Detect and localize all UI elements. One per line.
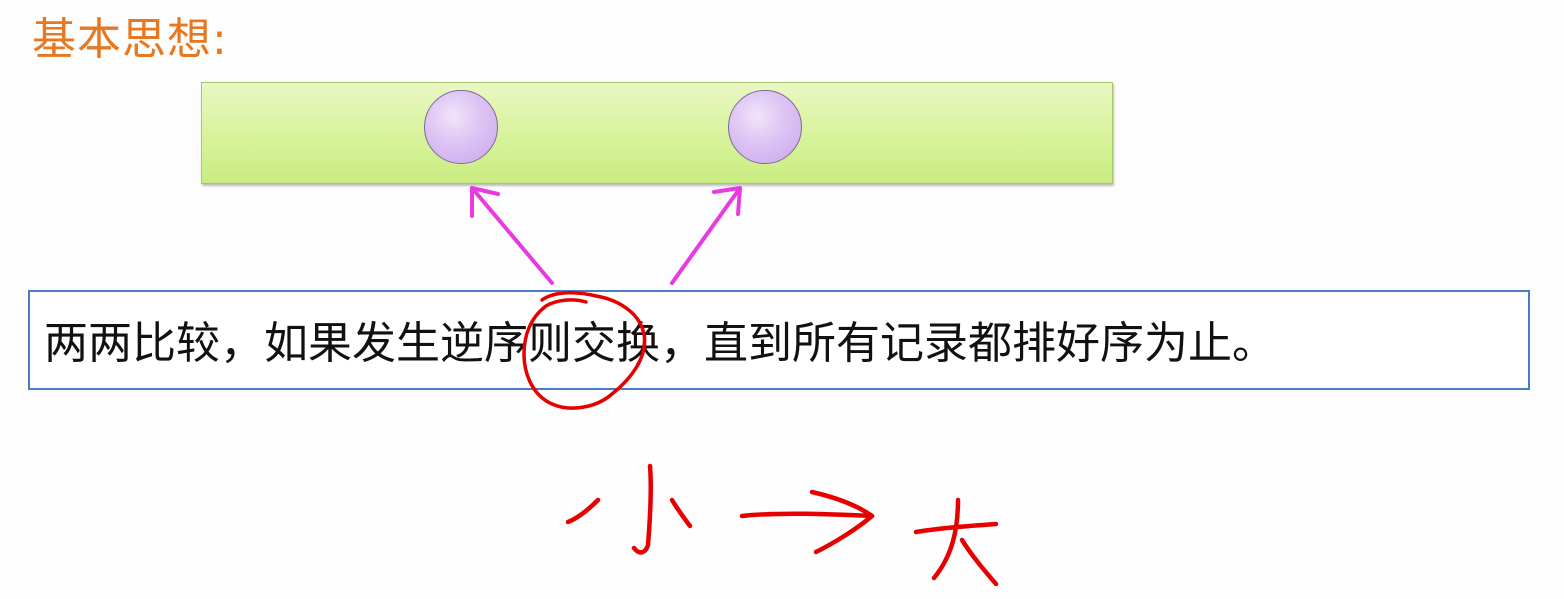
comparison-arrows: [470, 186, 742, 285]
description-box: 两两比较，如果发生逆序则交换，直到所有记录都排好序为止。: [28, 290, 1530, 390]
handwritten-small-to-large-note: [565, 463, 999, 587]
description-text: 两两比较，如果发生逆序则交换，直到所有记录都排好序为止。: [44, 318, 1276, 369]
arrow-to-left-circle: [470, 186, 554, 285]
handwritten-arrow: [739, 489, 875, 555]
handwritten-char-large: [913, 497, 999, 587]
element-circle-right: [728, 90, 802, 164]
array-bar: [201, 82, 1113, 184]
heading-title: 基本思想:: [32, 14, 228, 65]
handwritten-char-small: [565, 463, 693, 555]
arrow-to-right-circle: [670, 186, 742, 285]
element-circle-left: [424, 90, 498, 164]
